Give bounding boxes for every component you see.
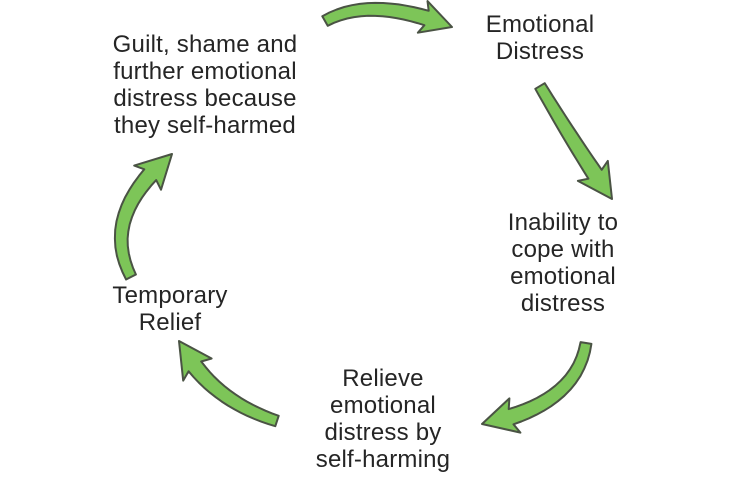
arrow-inability-to-relieve [481, 341, 593, 434]
node-temporary-relief: Temporary Relief [112, 282, 228, 336]
arrow-emotional-distress-to-inability [534, 82, 613, 200]
arrow-guilt-to-emotional-distress [321, 0, 453, 34]
node-relieve-by-self-harming: Relieve emotional distress by self-harmi… [315, 365, 451, 473]
arrow-temporary-relief-to-guilt [113, 153, 173, 281]
node-emotional-distress: Emotional Distress [485, 11, 595, 65]
node-inability-to-cope: Inability to cope with emotional distres… [507, 209, 619, 317]
node-guilt-shame: Guilt, shame and further emotional distr… [112, 31, 298, 139]
arrow-relieve-to-temporary-relief [178, 340, 280, 428]
